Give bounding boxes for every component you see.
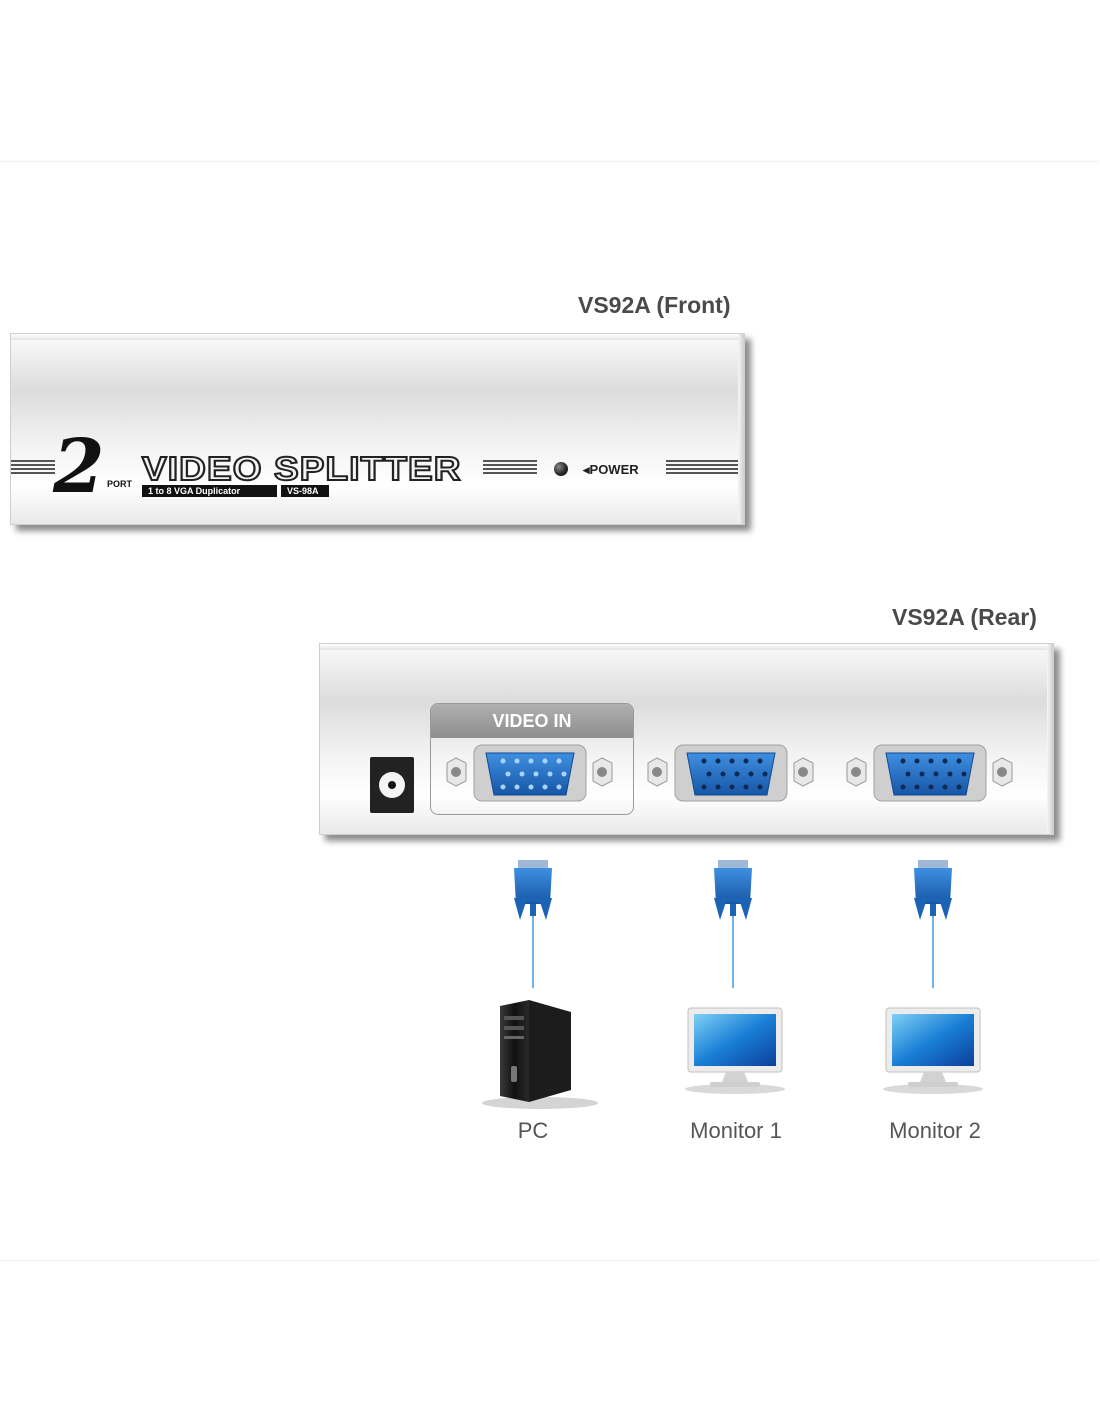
model-tag: VS-98A	[281, 485, 329, 497]
front-panel: 2 PORT VIDEO SPLITTER 1 to 8 VGA Duplica…	[10, 333, 745, 525]
monitor-icon	[883, 1007, 983, 1094]
monitor-icon	[685, 1007, 785, 1094]
power-jack-icon	[370, 757, 414, 813]
pc-tower-icon	[482, 1000, 598, 1109]
vga-cable-icon	[514, 860, 552, 988]
port-count-number: 2	[53, 424, 105, 510]
monitor2-label: Monitor 2	[889, 1118, 981, 1143]
video-in-label: VIDEO IN	[431, 704, 633, 738]
vga-port-icon	[647, 744, 814, 802]
monitor1-label: Monitor 1	[690, 1118, 782, 1143]
front-caption: VS92A (Front)	[578, 292, 731, 318]
product-subtitle: 1 to 8 VGA Duplicator	[142, 485, 277, 497]
power-label: ◂POWER	[583, 462, 639, 477]
vga-cable-icon	[914, 860, 952, 988]
vga-pins-in	[500, 758, 567, 790]
vga-port-icon	[846, 744, 1013, 802]
front-stripes-right	[666, 460, 744, 474]
power-led-icon	[554, 462, 568, 476]
port-word: PORT	[107, 479, 133, 489]
product-title: VIDEO SPLITTER	[141, 450, 462, 487]
front-stripes-left	[11, 460, 55, 474]
front-stripes-mid	[483, 460, 537, 474]
vga-port-icon	[446, 744, 613, 802]
vga-cable-icon	[714, 860, 752, 988]
pc-label: PC	[517, 1118, 549, 1143]
rear-caption: VS92A (Rear)	[892, 604, 1037, 630]
vga-pins-out2	[900, 758, 967, 790]
rear-panel: VIDEO IN	[319, 643, 1054, 835]
vga-pins-out1	[701, 758, 768, 790]
video-in-group: VIDEO IN	[430, 703, 634, 815]
